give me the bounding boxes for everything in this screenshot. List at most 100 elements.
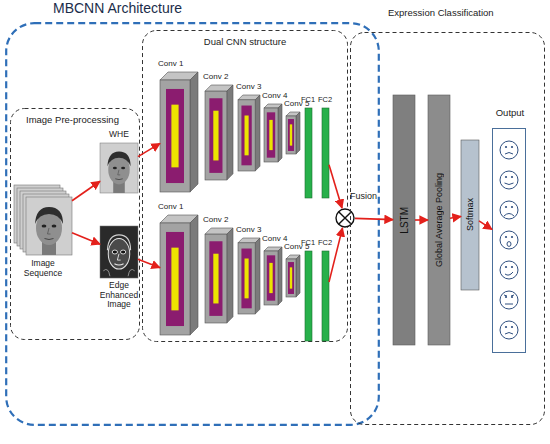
group-heading: Dual CNN structure [142,37,348,48]
conv-layer: Conv 5 [286,112,300,154]
node-label: Conv 1 [158,60,194,69]
fc-layer: FC1 [305,251,312,341]
kernel [269,263,272,293]
kernel [171,105,178,168]
feature-map [267,112,275,157]
fusion-node-shape [335,208,355,228]
emotion-icons [500,231,518,249]
feature-map [209,241,222,316]
emotion-eyes [505,146,513,328]
image-sequence: Image Sequence [14,185,72,257]
whe-image [100,143,138,193]
group-heading: Image Pre-processing [26,115,136,126]
fc-bar [322,108,329,198]
layer-side [190,215,198,335]
kernel [245,258,249,298]
edge-image [100,226,138,278]
feature-map [166,89,184,183]
node-label: Output [487,108,533,119]
node-label: Conv 2 [203,73,239,82]
layer-bar [428,95,450,345]
flow-arrow [415,219,428,221]
feature-map [209,98,222,173]
kernel [290,124,292,145]
fc-layer-shape [322,251,329,341]
node-label: Conv 1 [158,203,194,212]
node-label: Edge Enhanced Image [95,281,143,310]
emotion-icons [500,171,518,189]
flow-arrow [72,181,100,201]
fc-layer-shape [305,108,312,198]
emotion-eyes [511,236,513,238]
layer-label: LSTM [399,207,410,234]
kernel [213,254,218,304]
whe-image [100,143,138,193]
layer-front [160,80,190,192]
lstm-layer: LSTM [393,95,415,345]
emotion-eyes [505,146,507,148]
flow-arrow [329,165,342,208]
node-label: Image Sequence [14,259,72,278]
layer-bar [393,95,415,345]
group-border [351,33,545,425]
output-box: Output [492,128,526,353]
layer-side [296,255,300,297]
layer-side [255,95,260,171]
layer-bar [461,140,479,290]
layer-front [264,251,278,305]
emotion-eyes [511,266,513,268]
emotion-eyes [511,326,513,328]
node-label: FC2 [318,96,338,104]
layer-label: Softmax [465,198,475,231]
emotion-eyes [511,296,513,298]
kernel [171,248,178,311]
emotion-eyes [511,176,513,178]
conv-layer: Conv 4 [264,247,282,305]
emotion-eyes [511,206,513,208]
fc-layer-shape [322,108,329,198]
emotion-mouths [504,214,514,217]
emotion-mouths [505,183,514,185]
emotion-icons [500,141,518,339]
fusion-node: Fusion [335,208,355,228]
whe-image: WHE [100,143,138,193]
emotion-eyes [505,176,507,178]
image-stack [20,191,66,249]
softmax-layer: Softmax [461,140,479,290]
flow-arrow [450,216,461,218]
image-stack [26,197,72,255]
layer-front [286,259,296,297]
edge-image: Edge Enhanced Image [100,226,138,278]
layer-front [238,243,255,314]
edge-image [100,226,138,278]
node-label: WHE [96,130,142,140]
conv-layer: Conv 2 [205,228,233,323]
emotion-eyes [505,266,507,268]
emotion-mouths [504,153,514,335]
group-border [143,31,348,342]
fc-bar [305,108,312,198]
group-heading: Expression Classification [388,8,548,19]
flow-arrow [329,228,343,282]
preprocessing-group: Image Pre-processingImage Sequence WHE Edg… [10,108,140,340]
node-label: Conv 3 [236,226,272,235]
node-label: Conv 2 [203,216,239,225]
fusion-cross [339,212,352,225]
conv-layer: Conv 3 [238,95,260,171]
conv-layer-shape [238,238,260,314]
layer-front [238,100,255,171]
conv-layer-shape [264,247,282,305]
emotion-icons [500,321,518,339]
layer-label: Global Average Pooling [434,173,444,267]
layer-side [227,228,233,323]
image-stack [14,185,60,243]
layer-front [286,116,296,154]
emotion-mouths [505,272,513,275]
emotion-mouths [505,153,513,155]
classification-group: Expression ClassificationLSTMGlobal Aver… [350,32,545,425]
image-stack [14,185,72,255]
node-label: Fusion [350,191,390,201]
conv-layer-shape [160,72,198,192]
fc-bar [322,251,329,341]
